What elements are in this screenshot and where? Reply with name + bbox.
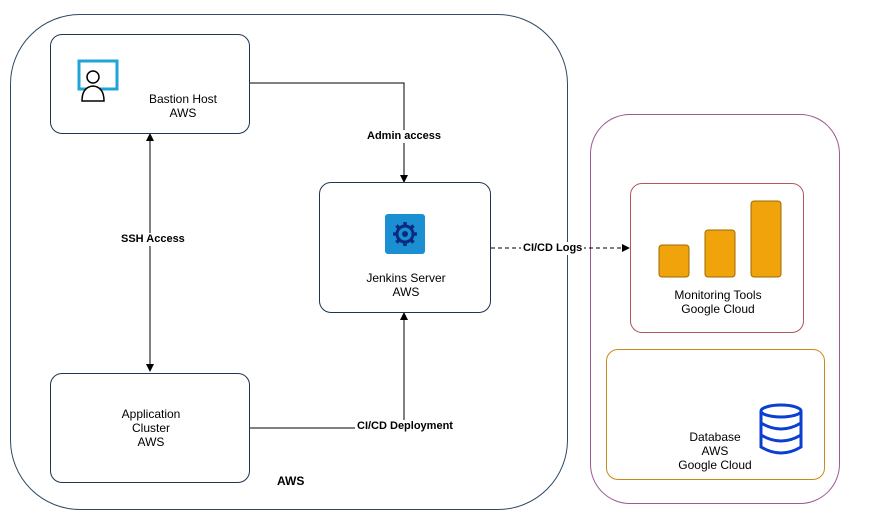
chart-bar-small — [658, 244, 690, 278]
edge-cicd-deployment — [250, 312, 408, 429]
monitoring-tools-provider: Google Cloud — [681, 302, 755, 316]
bar-chart-icon — [657, 199, 783, 284]
gear-icon — [384, 213, 426, 260]
jenkins-server-node[interactable]: Jenkins Server AWS — [319, 182, 491, 313]
aws-region — [10, 14, 568, 510]
edge-label-cicd-logs: CI/CD Logs — [521, 242, 585, 255]
chart-bar-medium — [704, 229, 736, 278]
edge-admin-access — [250, 82, 408, 183]
monitoring-tools-node[interactable]: Monitoring Tools Google Cloud — [630, 183, 804, 333]
aws-region-label: AWS — [277, 474, 305, 488]
edge-label-admin-access: Admin access — [365, 130, 443, 143]
database-node[interactable]: Database AWS Google Cloud — [606, 349, 825, 480]
application-cluster-provider: AWS — [137, 435, 165, 449]
jenkins-server-provider: AWS — [392, 285, 420, 299]
database-title: Database — [689, 430, 741, 444]
bastion-host-node[interactable]: Bastion Host AWS — [50, 34, 250, 134]
monitoring-tools-title: Monitoring Tools — [674, 288, 762, 302]
application-cluster-title: Application — [121, 407, 181, 421]
database-icon — [757, 403, 805, 460]
bastion-host-title: Bastion Host — [148, 92, 218, 106]
external-region — [590, 114, 840, 504]
jenkins-server-label: Jenkins Server AWS — [320, 271, 492, 299]
database-provider-aws: AWS — [701, 444, 729, 458]
bastion-host-provider: AWS — [169, 106, 197, 120]
jenkins-server-title: Jenkins Server — [366, 271, 446, 285]
database-label: Database AWS Google Cloud — [665, 430, 765, 472]
monitor-user-icon — [77, 59, 121, 108]
application-cluster-node[interactable]: Application Cluster AWS — [50, 373, 250, 483]
monitoring-tools-label: Monitoring Tools Google Cloud — [631, 288, 805, 316]
application-cluster-label: Application Cluster AWS — [51, 407, 251, 449]
bastion-host-label: Bastion Host AWS — [143, 92, 223, 120]
edge-label-ssh-access: SSH Access — [119, 233, 187, 246]
application-cluster-subtitle: Cluster — [131, 421, 170, 435]
database-provider-gcp: Google Cloud — [678, 458, 752, 472]
chart-bar-large — [750, 200, 782, 278]
edge-label-cicd-deployment: CI/CD Deployment — [355, 420, 455, 433]
